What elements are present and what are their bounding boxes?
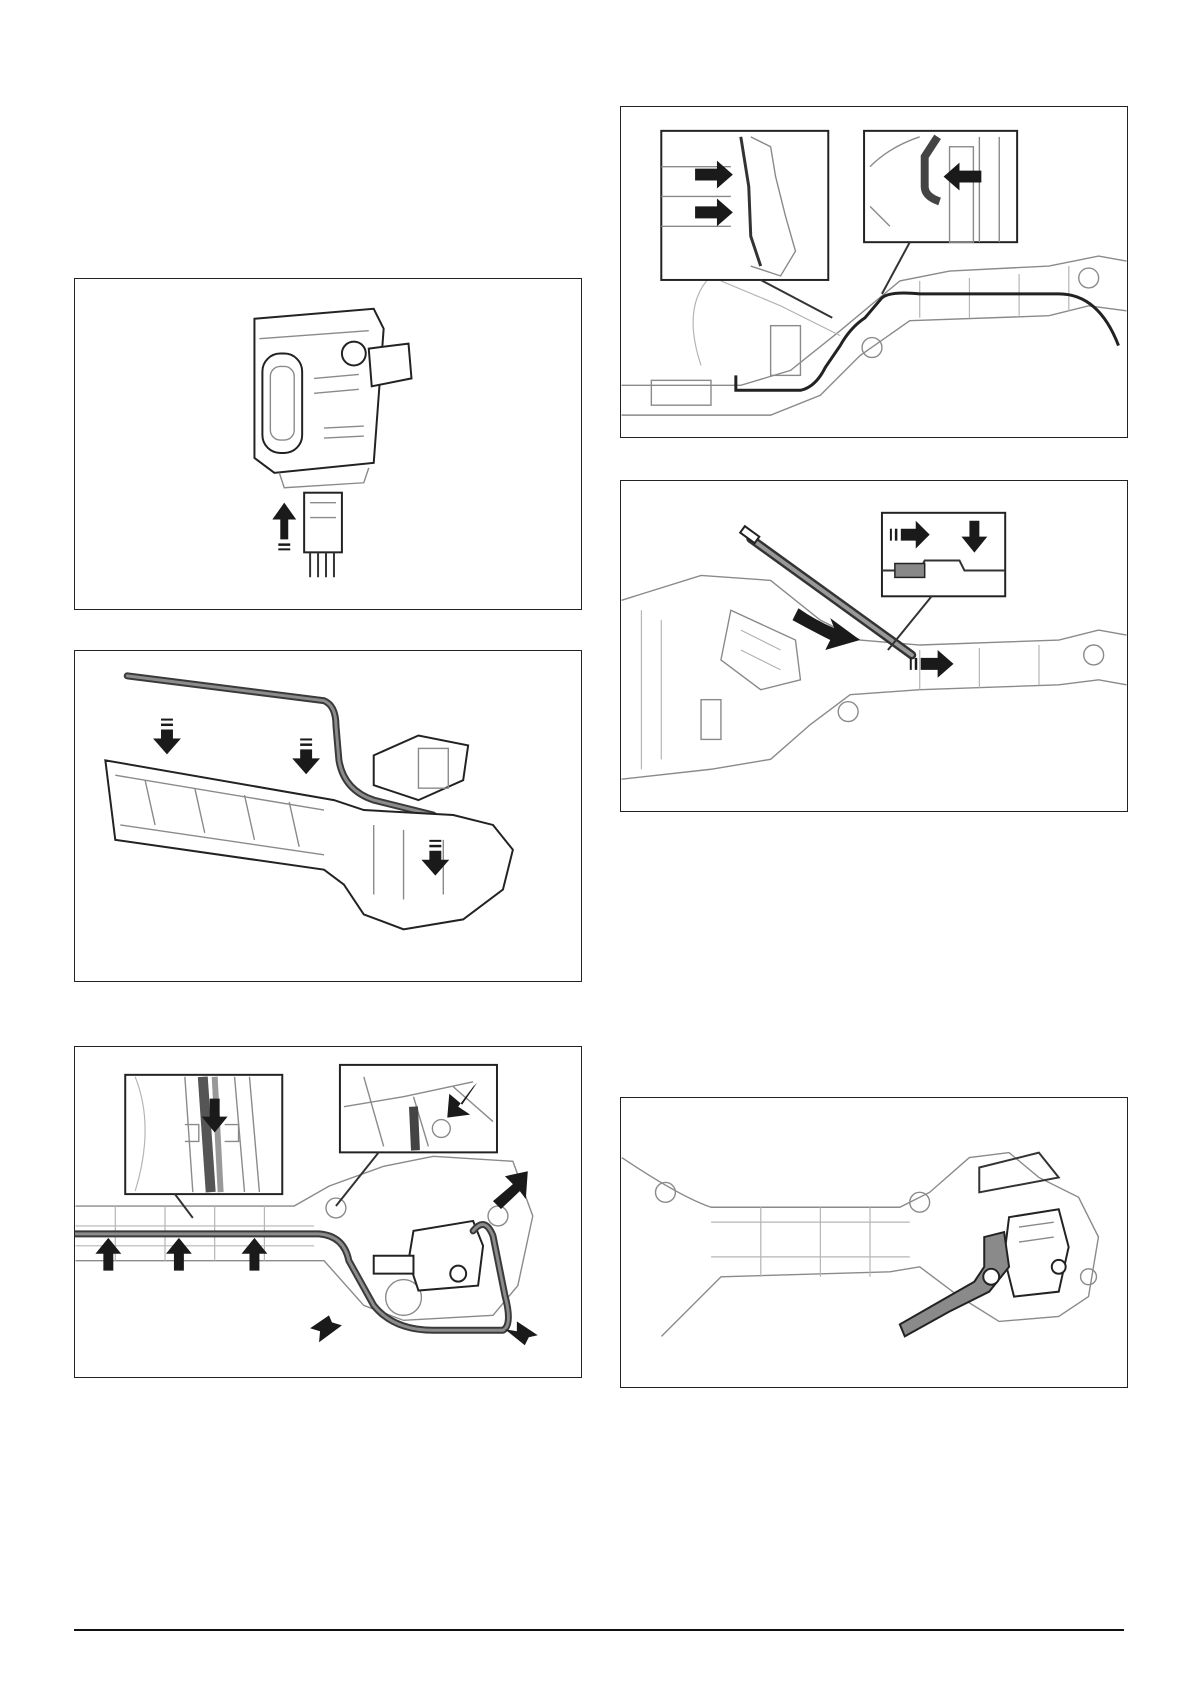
- arrow-diag-icon: [493, 1171, 528, 1209]
- arrow-down-dashed-icon: [153, 719, 181, 755]
- arrow-down-dashed-icon: [292, 738, 320, 774]
- arrow-up-dashed-icon: [272, 503, 296, 551]
- arrow-right-dashed-icon: [910, 650, 954, 678]
- figure-cable-install: [74, 650, 582, 982]
- arrow-up-icon: [166, 1238, 192, 1271]
- figure-cable-routing-left: [74, 1046, 582, 1378]
- connector-illustration: [75, 279, 581, 609]
- footer-rule: [74, 1629, 1124, 1631]
- figure-terminal-insert: [620, 480, 1128, 812]
- lever-install-illustration: [621, 1098, 1127, 1387]
- figure-cable-routing-right: [620, 106, 1128, 438]
- cable-routing-illustration: [75, 1047, 581, 1377]
- cable-routing-right-illustration: [621, 107, 1127, 437]
- arrow-up-icon: [242, 1238, 268, 1271]
- cable-install-illustration: [75, 651, 581, 981]
- figure-lever-install: [620, 1097, 1128, 1388]
- arrow-diag-icon: [310, 1315, 342, 1342]
- arrow-up-icon: [95, 1238, 121, 1271]
- figure-connector-unplug: [74, 278, 582, 610]
- terminal-insert-illustration: [621, 481, 1127, 811]
